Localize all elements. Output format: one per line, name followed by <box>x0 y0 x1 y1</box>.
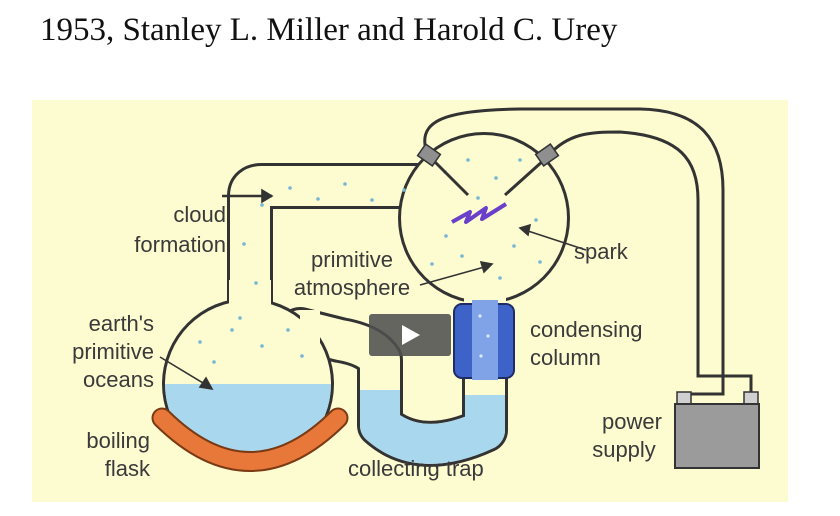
label-earths-primitive-oceans-line1: earth's <box>89 311 154 336</box>
label-condensing-column-line2: column <box>530 345 601 370</box>
label-power-supply-line2: supply <box>592 437 656 462</box>
label-arrows <box>159 188 587 391</box>
power-supply-battery <box>674 391 760 469</box>
wire-left <box>423 107 725 396</box>
miller-urey-diagram: cloud formation primitive atmosphere spa… <box>32 100 788 502</box>
label-condensing-column-line1: condensing <box>530 317 643 342</box>
label-boiling-flask-line1: boiling <box>86 428 150 453</box>
play-icon <box>402 325 420 345</box>
label-power-supply-line1: power <box>602 409 662 434</box>
label-cloud-formation-line2: formation <box>134 232 226 257</box>
label-earths-primitive-oceans-line3: oceans <box>83 367 154 392</box>
spark-bolt <box>451 202 508 224</box>
label-earths-primitive-oceans-line2: primitive <box>72 339 154 364</box>
wire-right <box>546 130 753 394</box>
label-primitive-atmosphere-line1: primitive <box>311 247 393 272</box>
label-spark: spark <box>574 239 629 264</box>
slide-title: 1953, Stanley L. Miller and Harold C. Ur… <box>40 12 618 48</box>
label-collecting-trap: collecting trap <box>348 456 484 481</box>
video-play-button[interactable] <box>369 314 451 356</box>
label-boiling-flask-line2: flask <box>105 456 151 481</box>
label-primitive-atmosphere-line2: atmosphere <box>294 275 410 300</box>
electrodes <box>416 143 560 197</box>
label-cloud-formation-line1: cloud <box>173 202 226 227</box>
